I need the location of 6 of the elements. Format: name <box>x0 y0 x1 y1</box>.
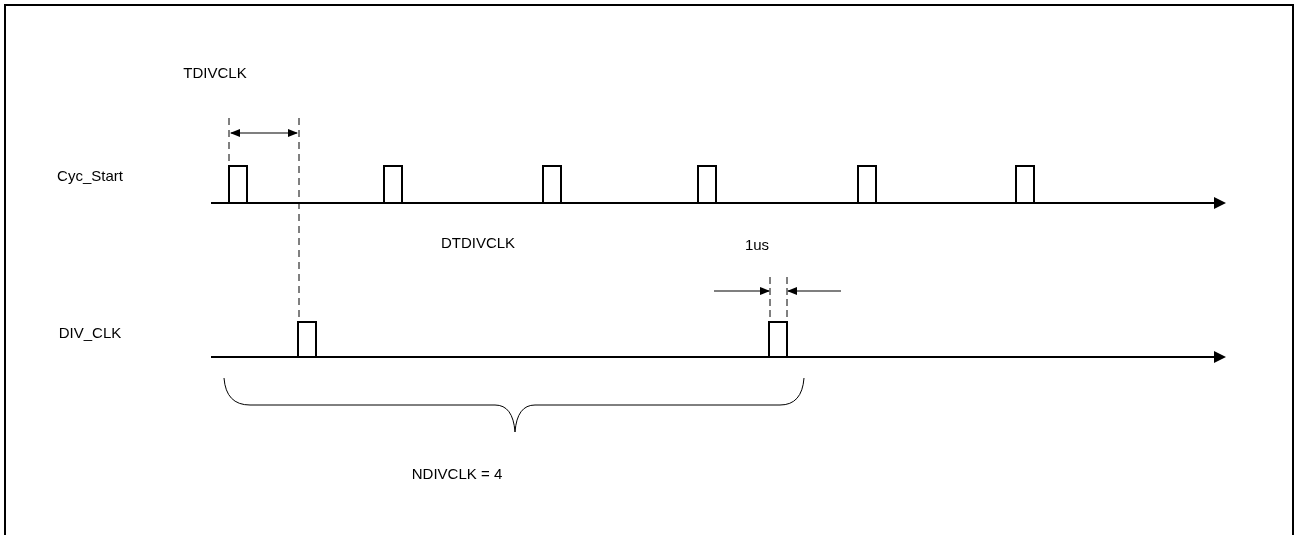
timing-parameter-label: DTDIVCLK <box>440 234 516 250</box>
signal-label: DIV_CLK <box>58 324 122 340</box>
timing-parameter-label: TDIVCLK <box>183 64 247 80</box>
count-label: NDIVCLK = 4 <box>411 465 503 481</box>
pulse-width-label: 1us <box>744 236 770 252</box>
signal-label: Cyc_Start <box>57 167 123 183</box>
